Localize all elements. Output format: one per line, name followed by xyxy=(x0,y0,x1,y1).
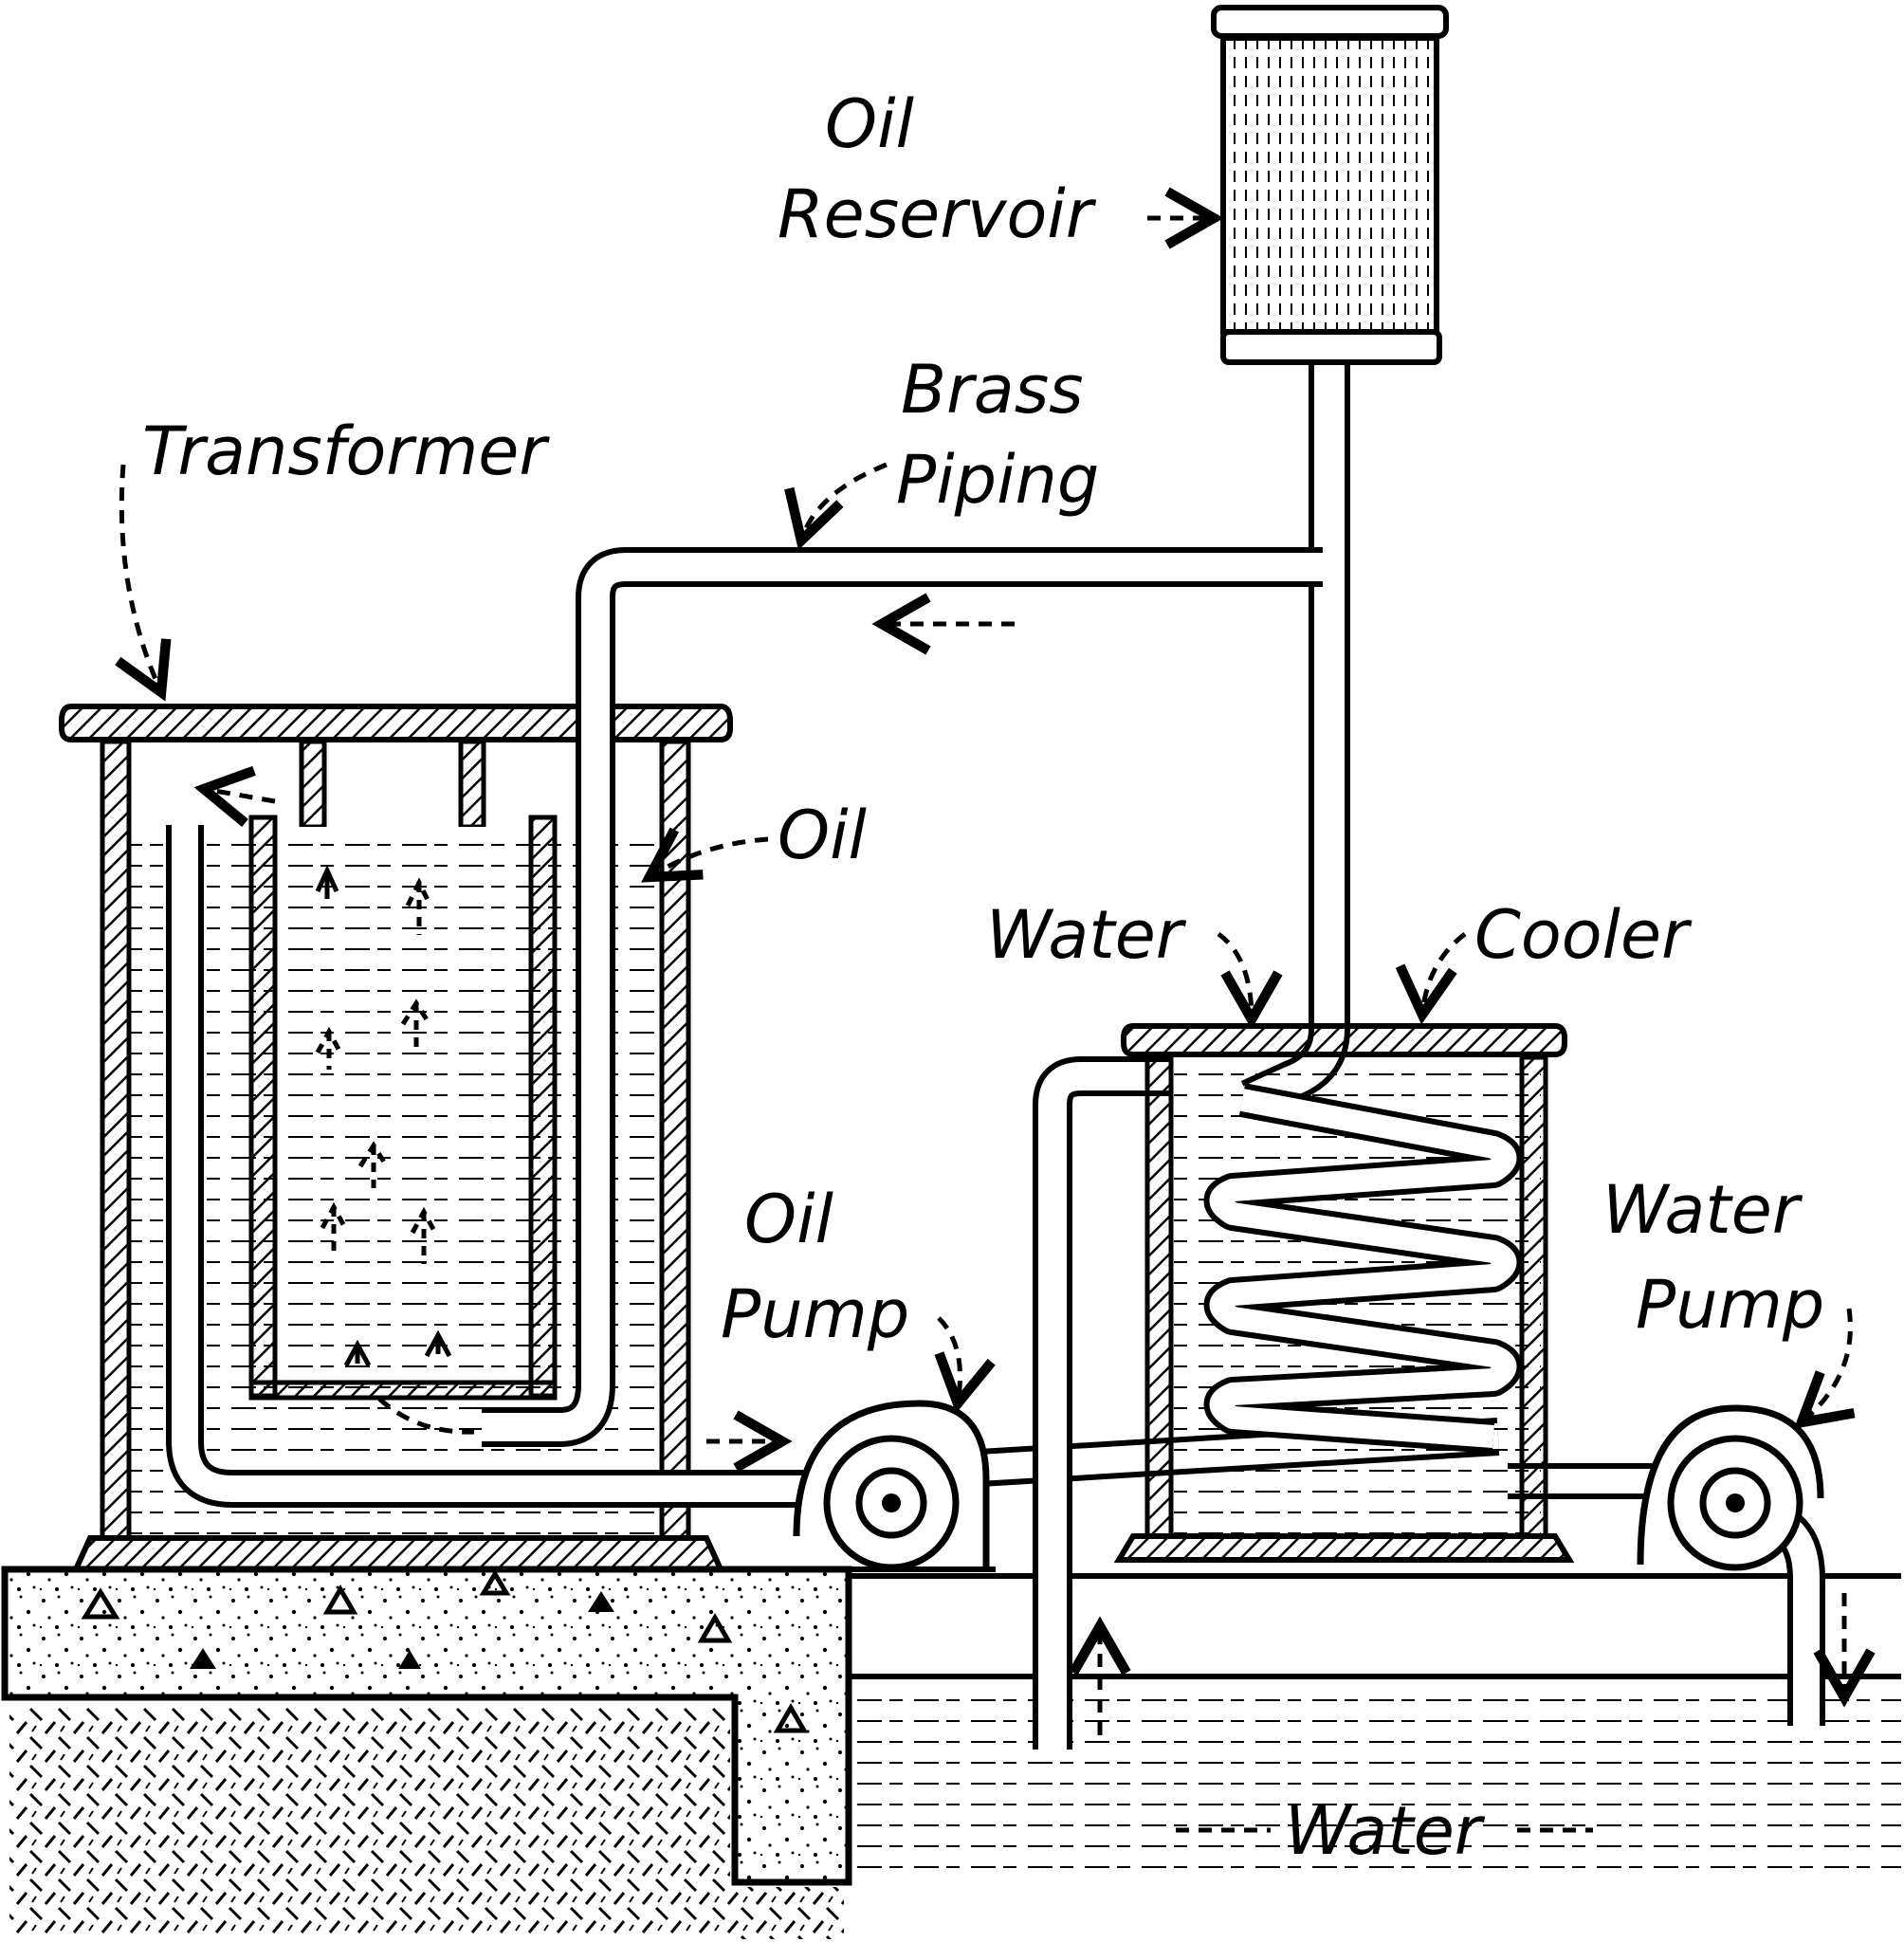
water-top-leader xyxy=(1217,931,1283,1030)
oil-pump-label-line2: Pump xyxy=(721,1275,909,1353)
transformer-core xyxy=(248,815,558,1401)
brass-piping-label-line1: Brass xyxy=(901,351,1084,429)
brass-leader xyxy=(784,462,888,551)
oil-reservoir-label-line1: Oil xyxy=(825,85,915,163)
oil-pump-label-line1: Oil xyxy=(744,1181,834,1258)
water-bottom-label: Water xyxy=(1285,1792,1486,1870)
water-pump-label-line1: Water xyxy=(1602,1171,1803,1249)
transformer-label: Transformer xyxy=(142,412,550,490)
water-pump-label-line2: Pump xyxy=(1636,1266,1824,1344)
core-bottom-flow-arrow xyxy=(377,1397,475,1435)
oil-label: Oil xyxy=(778,797,868,874)
cooling-coil xyxy=(1204,1083,1522,1454)
cooler-leader xyxy=(1395,932,1467,1025)
water-cooler xyxy=(1113,1023,1575,1563)
oil-pump xyxy=(787,1400,996,1572)
oil-reservoir xyxy=(1211,5,1449,365)
oil-reservoir-label-line2: Reservoir xyxy=(778,175,1097,253)
water-body xyxy=(849,1573,1901,1882)
water-top-label: Water xyxy=(986,896,1187,974)
labels: Oil Reservoir Brass Piping Transformer O… xyxy=(142,85,1824,1870)
flow-arrows xyxy=(193,593,1876,1735)
core-flow-arrows xyxy=(315,864,452,1367)
brass-piping-label-line2: Piping xyxy=(896,441,1099,519)
leader-lines xyxy=(115,187,1856,1833)
water-pump xyxy=(1637,1404,1824,1571)
oil-pump-leader xyxy=(934,1316,996,1414)
core-top-flow-arrow xyxy=(193,765,276,828)
cooler-label: Cooler xyxy=(1474,896,1693,974)
soil xyxy=(9,1707,844,1939)
transformer-leader xyxy=(115,464,172,702)
